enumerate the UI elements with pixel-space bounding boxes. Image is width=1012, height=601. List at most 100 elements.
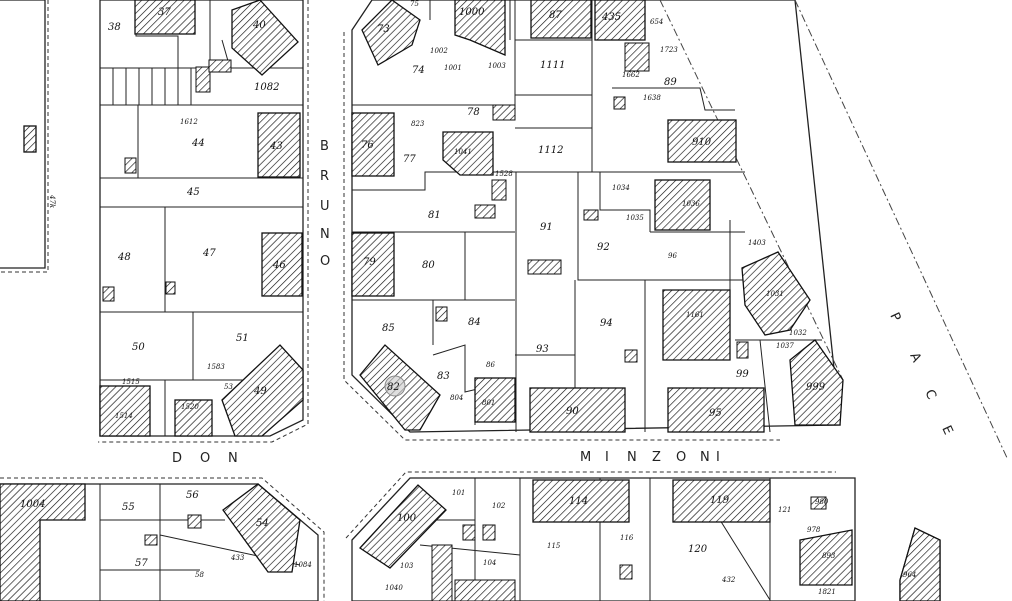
parcel-number: 115 (547, 542, 561, 550)
parcel-number: 91 (540, 222, 553, 233)
parcel-number: 1000 (459, 7, 485, 18)
parcel-number: 1041 (454, 148, 472, 156)
svg-text:A: A (906, 350, 924, 366)
parcel-number: 47 (202, 248, 216, 259)
parcel-number: 78 (467, 107, 480, 118)
parcel-number: 1723 (660, 46, 678, 54)
parcel-number: 44 (191, 138, 205, 149)
parcel-number: 114 (569, 496, 588, 507)
parcel-number: 1084 (294, 561, 312, 569)
parcel-number: 79 (363, 257, 376, 268)
street-pace: P A C E (886, 310, 956, 439)
parcel-number: 1403 (748, 239, 766, 247)
parcel-number: 121 (778, 506, 791, 514)
parcel-number: 1662 (622, 71, 640, 79)
parcel-number: 1515 (122, 378, 140, 386)
svg-text:M: M (580, 450, 593, 465)
parcel-number: 58 (195, 571, 204, 579)
parcel-number: 1112 (538, 145, 563, 156)
svg-text:N: N (228, 451, 240, 466)
svg-text:I: I (605, 450, 611, 465)
svg-text:I: I (716, 450, 722, 465)
parcel-number: 1003 (488, 62, 506, 70)
parcel-number: 103 (400, 562, 414, 570)
parcel-number: 101 (452, 489, 465, 497)
parcel-number: 53 (224, 383, 233, 391)
parcel-number: 1001 (444, 64, 462, 72)
parcel-number: 50 (132, 342, 145, 353)
parcel-number: 57 (135, 558, 148, 569)
street-letter: U (320, 199, 332, 214)
parcel-number: 86 (486, 361, 495, 369)
parcel-number: 87 (549, 10, 562, 21)
parcel-number: 1082 (254, 82, 279, 93)
parcel-number: 96 (668, 252, 677, 260)
parcel-number: 56 (186, 490, 199, 501)
parcel-number: 92 (597, 242, 610, 253)
block-west-bruno (99, 0, 304, 437)
parcel-number: 104 (483, 559, 496, 567)
street-minzoni: M I N Z O N I (580, 450, 722, 465)
parcel-number: 1161 (686, 311, 704, 319)
parcel-number: 433 (230, 554, 245, 562)
parcel-number: 38 (108, 22, 121, 33)
parcel-number: 80 (422, 260, 435, 271)
svg-text:D: D (172, 451, 184, 466)
parcel-number: 804 (450, 394, 463, 402)
street-don: D O N (172, 451, 240, 466)
parcel-number: 1514 (115, 412, 133, 420)
svg-text:P: P (886, 310, 904, 325)
svg-text:C: C (921, 387, 939, 403)
parcel-number: 43 (269, 141, 283, 152)
parcel-number: 823 (411, 120, 425, 128)
parcel-number: 40 (252, 20, 266, 31)
parcel-number: 93 (536, 344, 549, 355)
parcel-number: 1583 (207, 363, 225, 371)
parcel-number: 1035 (626, 214, 644, 222)
parcel-number: 74 (412, 65, 425, 76)
parcel-number: 1032 (789, 329, 807, 337)
parcel-number: 89 (664, 77, 677, 88)
parcel-number: 120 (688, 544, 708, 555)
parcel-number: 90 (566, 406, 579, 417)
parcel-number: 1040 (385, 584, 403, 592)
parcel-number: 1004 (20, 499, 45, 510)
parcel-number: 964 (903, 571, 916, 579)
parcel-number: 76 (361, 140, 374, 151)
svg-text:N: N (700, 450, 712, 465)
parcel-number: 75 (410, 0, 419, 8)
parcel-number: 37 (158, 7, 171, 18)
parcel-number: 73 (377, 24, 390, 35)
parcel-number: 1638 (643, 94, 661, 102)
parcel-number: 95 (709, 408, 722, 419)
parcel-number: 51 (236, 333, 249, 344)
parcel-number: 45 (186, 187, 200, 198)
parcel-number: 85 (382, 323, 395, 334)
parcel-number: 654 (650, 18, 663, 26)
svg-text:Z: Z (652, 450, 663, 465)
parcel-labels: 37 40 38 75 1000 87 435 654 73 1723 1662… (20, 0, 916, 596)
parcel-number: 1528 (495, 170, 513, 178)
parcel-number: 82 (387, 382, 400, 393)
buildings (0, 0, 941, 601)
street-letter: R (320, 169, 331, 184)
parcel-number: 893 (822, 552, 836, 560)
parcel-number: 1034 (612, 184, 630, 192)
street-bruno: B R U N O (320, 139, 332, 269)
street-letter: B (320, 139, 331, 154)
block-far-left (0, 0, 46, 269)
parcel-number: 978 (807, 526, 821, 534)
highlight-marker[interactable] (384, 375, 406, 397)
parcel-number: 1111 (540, 60, 565, 71)
parcel-number: 81 (428, 210, 441, 221)
parcel-number: 84 (468, 317, 481, 328)
parcel-number: 100 (397, 513, 417, 524)
parcel-number: 55 (122, 502, 135, 513)
parcel-number: 910 (692, 137, 712, 148)
parcel-number: 432 (721, 576, 736, 584)
parcel-number: 54 (256, 518, 269, 529)
svg-text:N: N (627, 450, 639, 465)
parcel-number: 119 (710, 495, 730, 506)
parcel-number: 102 (492, 502, 506, 510)
